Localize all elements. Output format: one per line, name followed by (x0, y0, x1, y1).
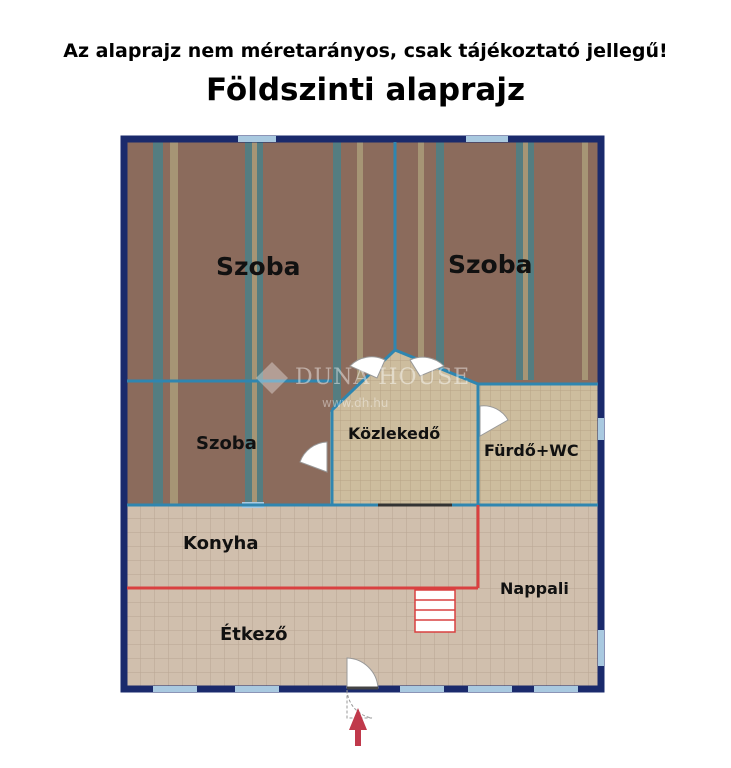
room-label-szoba-2: Szoba (448, 250, 533, 279)
floor-divider (127, 505, 480, 590)
page-title: Földszinti alaprajz (206, 72, 525, 108)
disclaimer-text: Az alaprajz nem méretarányos, csak tájék… (63, 40, 668, 62)
staircase (414, 589, 456, 633)
room-label-szoba-1: Szoba (216, 252, 301, 281)
room-label-nappali: Nappali (500, 579, 569, 598)
hallway-floor (330, 350, 478, 505)
room-label-kozlekedo: Közlekedő (348, 424, 441, 443)
room-label-etkezo: Étkező (220, 624, 288, 645)
watermark-logo-icon (256, 362, 288, 394)
room-label-konyha: Konyha (183, 533, 259, 554)
watermark-url: www.dh.hu (322, 396, 389, 410)
ground-floor-tiles (125, 505, 600, 688)
room-label-furdo: Fürdő+WC (484, 441, 579, 460)
bathroom-floor (478, 384, 600, 505)
entrance-arrow-icon (349, 708, 367, 746)
room-label-szoba-3: Szoba (196, 433, 257, 454)
partition-walls (127, 142, 598, 507)
ceiling-beams (153, 140, 588, 505)
doors (299, 356, 509, 719)
watermark-brand: DUNA HOUSE (295, 365, 471, 390)
